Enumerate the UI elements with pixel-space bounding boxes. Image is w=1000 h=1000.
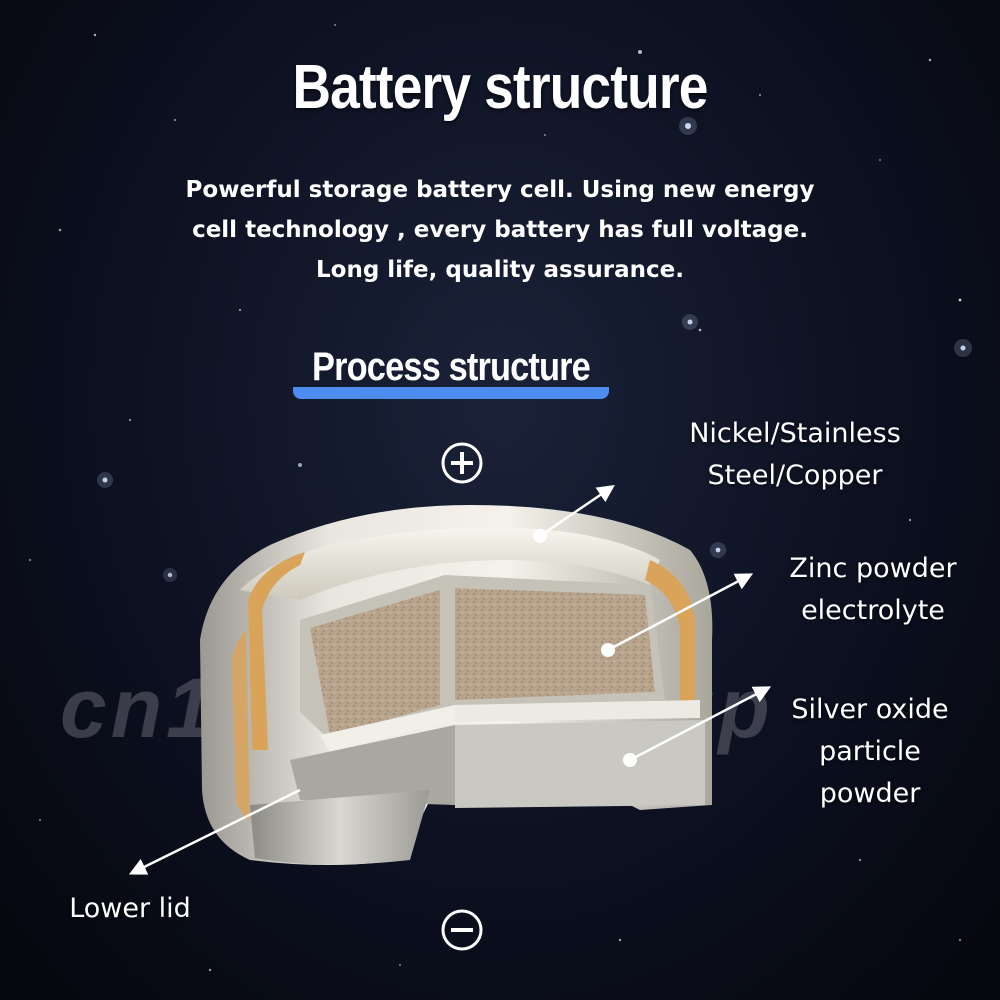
- zinc-powder-right: [455, 588, 655, 700]
- label-line: powder: [819, 778, 921, 809]
- label-line: Silver oxide: [791, 694, 949, 725]
- silver-oxide-right: [455, 720, 705, 808]
- intro-line: Powerful storage battery cell. Using new…: [185, 177, 815, 203]
- label-line: electrolyte: [801, 595, 945, 626]
- label-line: Zinc powder: [789, 553, 957, 584]
- section-title: Process structure: [312, 345, 591, 389]
- silver-oxide-left: [290, 725, 455, 805]
- positive-terminal-icon: [441, 442, 483, 484]
- intro-line: cell technology , every battery has full…: [192, 217, 808, 243]
- label-zinc-powder: Zinc powder electrolyte: [768, 548, 978, 632]
- lower-lid-shape: [250, 790, 430, 865]
- cutaway-section: [250, 575, 705, 865]
- page-title: Battery structure: [292, 53, 708, 122]
- arrow-lower-lid: [128, 788, 301, 875]
- label-line: Steel/Copper: [707, 460, 883, 491]
- arrow-zinc: [607, 573, 754, 652]
- intro-line: Long life, quality assurance.: [315, 257, 685, 283]
- copper-gasket: [232, 552, 695, 820]
- label-top-casing: Nickel/Stainless Steel/Copper: [655, 413, 935, 497]
- label-silver-oxide: Silver oxide particle powder: [770, 689, 970, 815]
- pointer-arrows: [128, 485, 772, 875]
- arrow-silver: [629, 686, 772, 762]
- zinc-powder-left: [310, 590, 440, 735]
- label-lower-lid: Lower lid: [45, 888, 215, 930]
- intro-text: Powerful storage battery cell. Using new…: [150, 170, 850, 290]
- label-line: Lower lid: [69, 893, 191, 924]
- section-title-underline: [293, 387, 609, 399]
- label-line: particle: [819, 736, 921, 767]
- label-line: Nickel/Stainless: [689, 418, 901, 449]
- negative-terminal-icon: [441, 909, 483, 951]
- arrow-top-casing: [539, 485, 615, 538]
